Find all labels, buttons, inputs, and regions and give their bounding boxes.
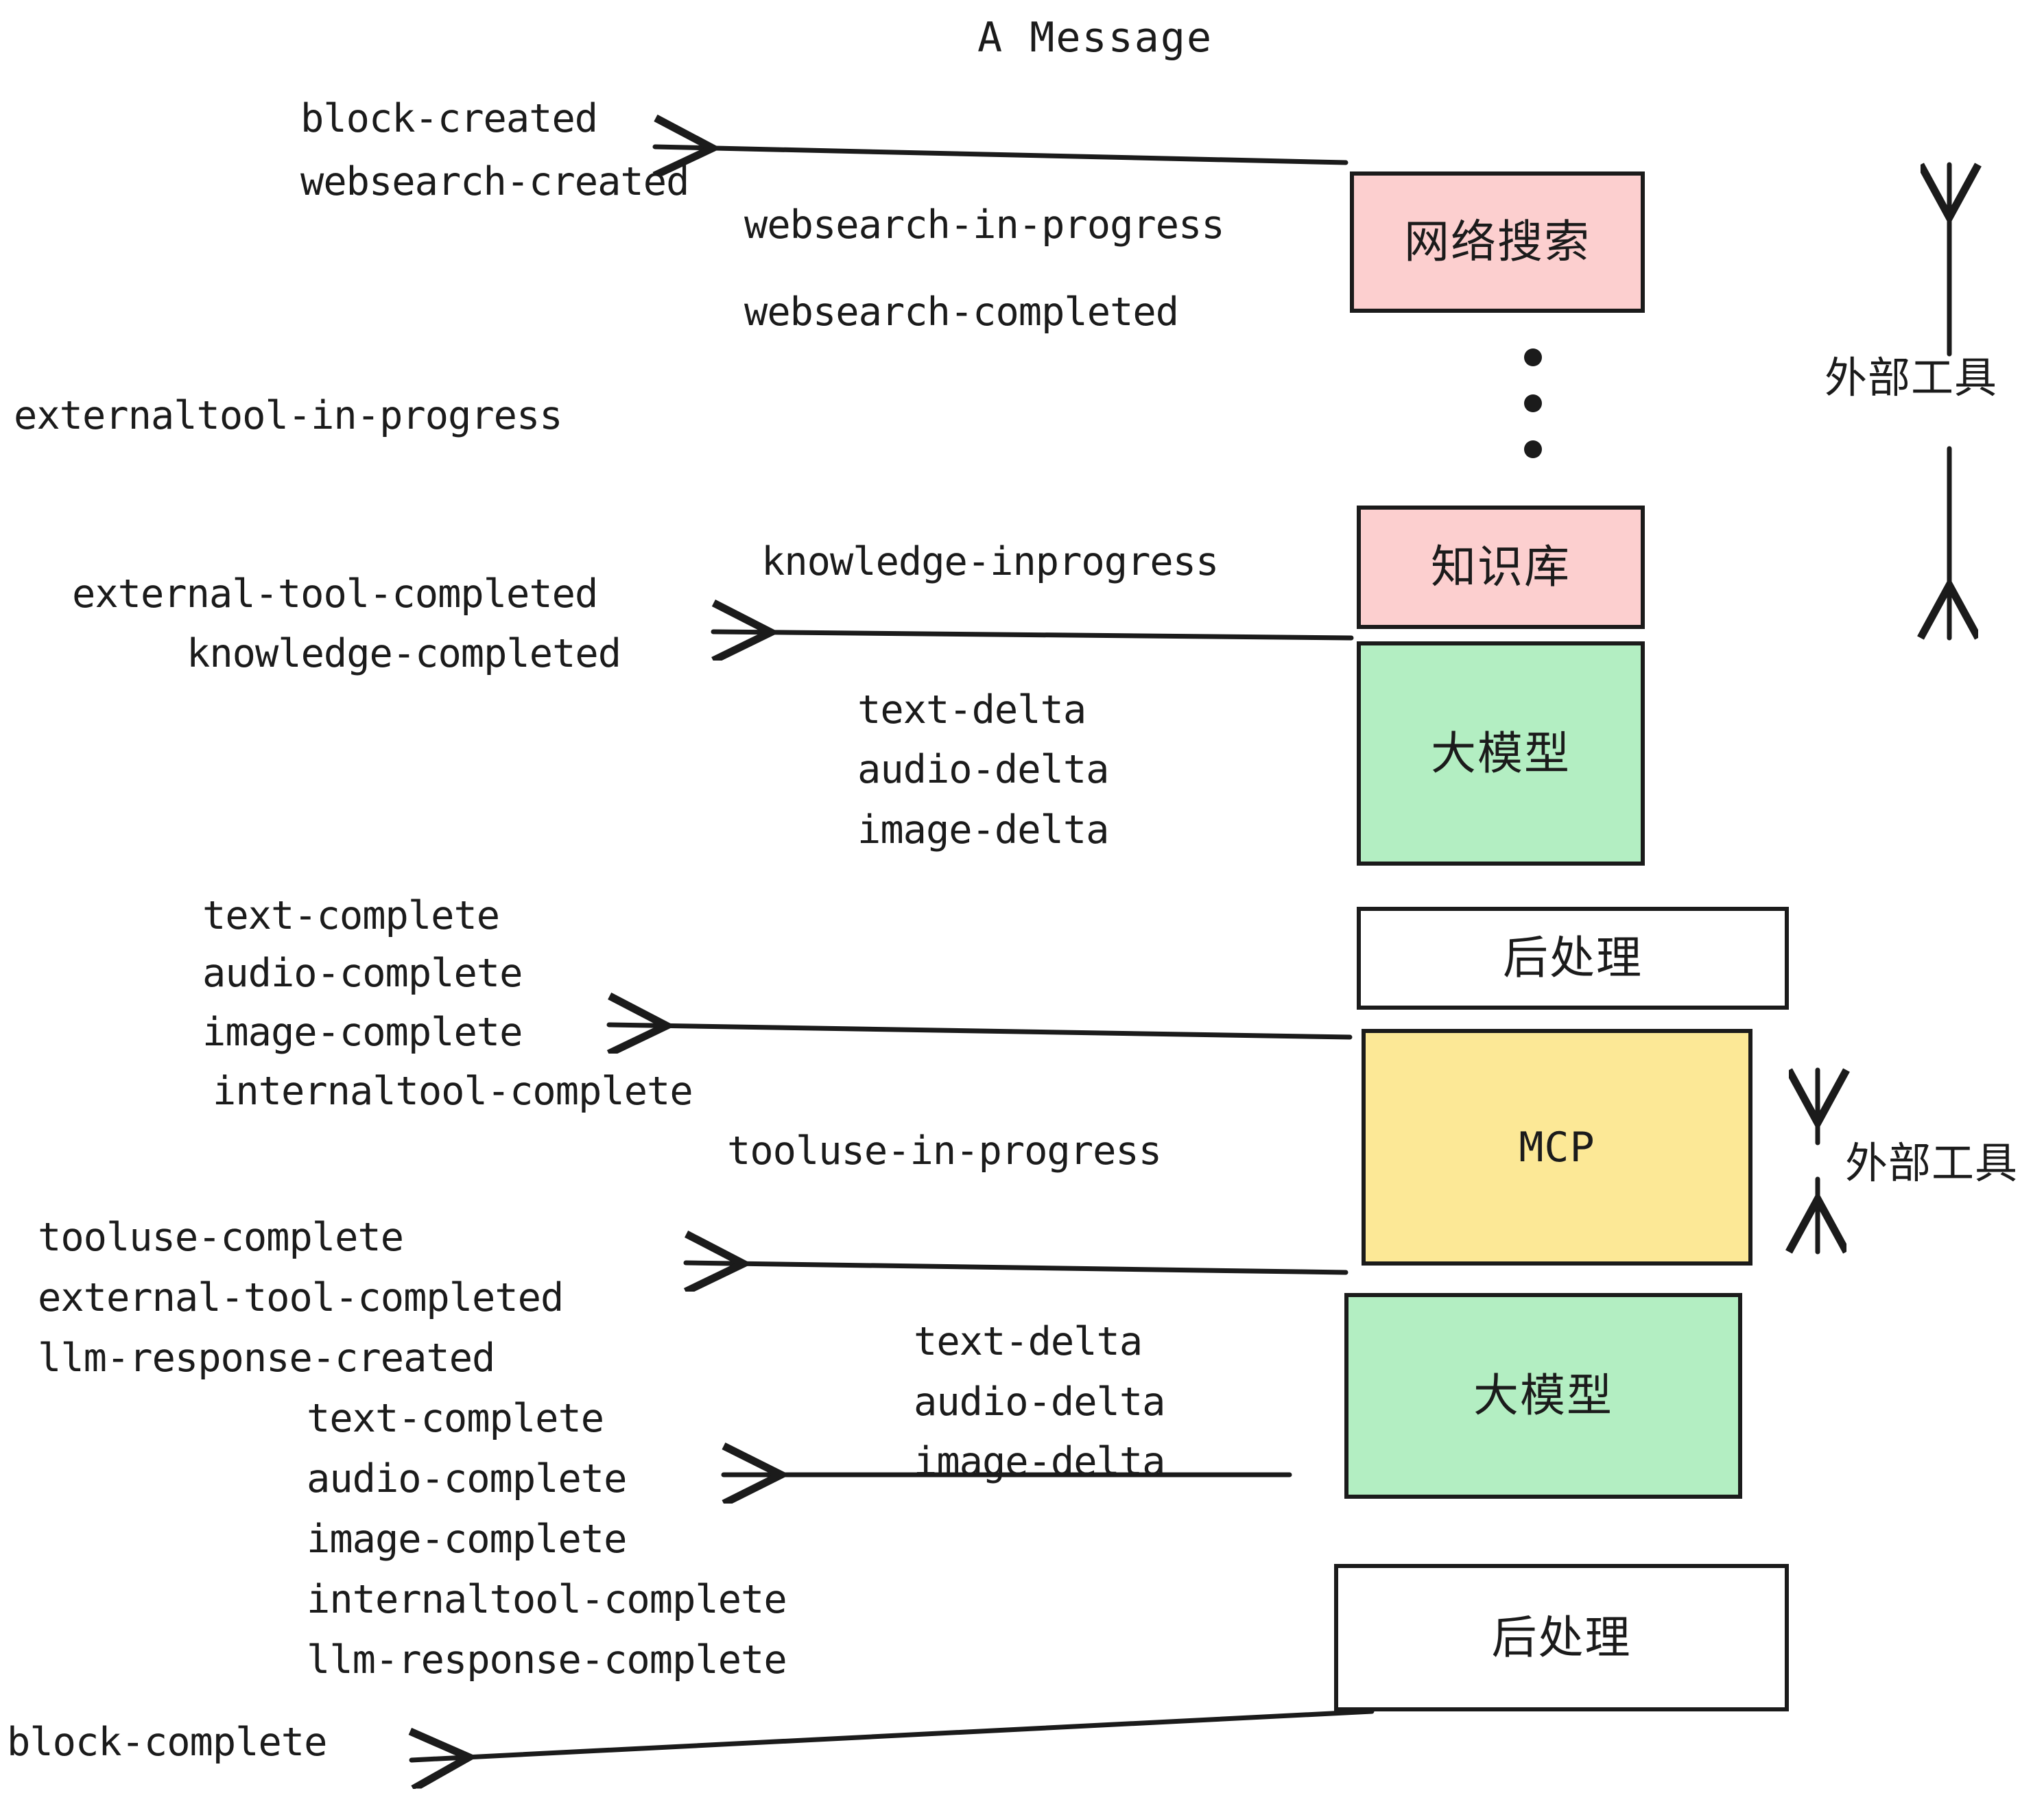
- arrow-websearch-to-block: [652, 147, 1348, 163]
- side-label-external-tools-top: 外部工具: [1825, 353, 1998, 403]
- arrow-mcp-to-tooluse: [683, 1263, 1348, 1272]
- event-label-tooluse-complete: tooluse-complete: [38, 1215, 404, 1260]
- node-knowledge[interactable]: 知识库: [1357, 506, 1645, 629]
- event-label-internaltool-complete-1: internaltool-complete: [213, 1069, 693, 1114]
- event-label-audio-delta-1: audio-delta: [857, 747, 1109, 792]
- arrow-postproc1-to-image: [606, 1025, 1353, 1037]
- event-label-tooluse-in-progress: tooluse-in-progress: [727, 1128, 1162, 1174]
- event-label-external-tool-completed-1: external-tool-completed: [72, 571, 598, 617]
- ellipsis-dot: [1524, 440, 1542, 458]
- ellipsis-dot: [1524, 394, 1542, 412]
- node-websearch[interactable]: 网络搜索: [1350, 171, 1645, 313]
- node-label-llm-1: 大模型: [1431, 726, 1571, 780]
- event-label-image-complete-1: image-complete: [202, 1010, 523, 1055]
- node-llm-1[interactable]: 大模型: [1357, 641, 1645, 866]
- event-label-block-created: block-created: [300, 96, 598, 141]
- event-label-image-delta-1: image-delta: [857, 807, 1109, 853]
- event-label-text-delta-2: text-delta: [914, 1319, 1143, 1364]
- node-postproc-2[interactable]: 后处理: [1334, 1564, 1789, 1711]
- event-label-websearch-in-progress: websearch-in-progress: [744, 202, 1225, 248]
- ellipsis-dot: [1524, 348, 1542, 366]
- node-postproc-1[interactable]: 后处理: [1357, 907, 1789, 1010]
- event-label-text-delta-1: text-delta: [857, 687, 1086, 733]
- event-label-text-complete-1: text-complete: [202, 893, 500, 938]
- vertical-ellipsis-icon: [1523, 348, 1543, 458]
- event-label-image-delta-2: image-delta: [914, 1439, 1165, 1484]
- event-label-externaltool-in-progress: externaltool-in-progress: [14, 393, 563, 438]
- page-title: A Message: [977, 14, 1213, 62]
- event-label-text-complete-2: text-complete: [307, 1396, 604, 1441]
- event-label-llm-response-created: llm-response-created: [38, 1336, 495, 1381]
- event-label-audio-complete-1: audio-complete: [202, 951, 523, 996]
- event-label-image-complete-2: image-complete: [307, 1517, 627, 1562]
- event-label-audio-delta-2: audio-delta: [914, 1379, 1165, 1425]
- node-label-postproc-1: 后处理: [1503, 931, 1643, 984]
- node-label-knowledge: 知识库: [1431, 541, 1571, 593]
- event-label-internaltool-complete-2: internaltool-complete: [307, 1577, 787, 1622]
- arrow-postproc2-to-block: [412, 1709, 1375, 1760]
- arrow-knowledge-to-completed: [711, 632, 1354, 638]
- node-mcp[interactable]: MCP: [1362, 1029, 1752, 1266]
- event-label-knowledge-completed: knowledge-completed: [187, 631, 621, 676]
- event-label-external-tool-completed-2: external-tool-completed: [38, 1275, 564, 1320]
- node-label-websearch: 网络搜索: [1404, 215, 1591, 268]
- node-llm-2[interactable]: 大模型: [1344, 1293, 1742, 1499]
- event-label-knowledge-inprogress: knowledge-inprogress: [761, 539, 1219, 584]
- node-label-llm-2: 大模型: [1473, 1369, 1613, 1422]
- side-label-external-tools-bottom: 外部工具: [1845, 1138, 2019, 1188]
- event-label-websearch-created: websearch-created: [300, 159, 689, 204]
- event-label-audio-complete-2: audio-complete: [307, 1456, 627, 1502]
- node-label-mcp: MCP: [1519, 1123, 1595, 1172]
- node-label-postproc-2: 后处理: [1491, 1611, 1632, 1664]
- event-label-websearch-completed: websearch-completed: [744, 289, 1179, 335]
- event-label-llm-response-complete: llm-response-complete: [307, 1637, 787, 1683]
- event-label-block-complete: block-complete: [7, 1720, 327, 1765]
